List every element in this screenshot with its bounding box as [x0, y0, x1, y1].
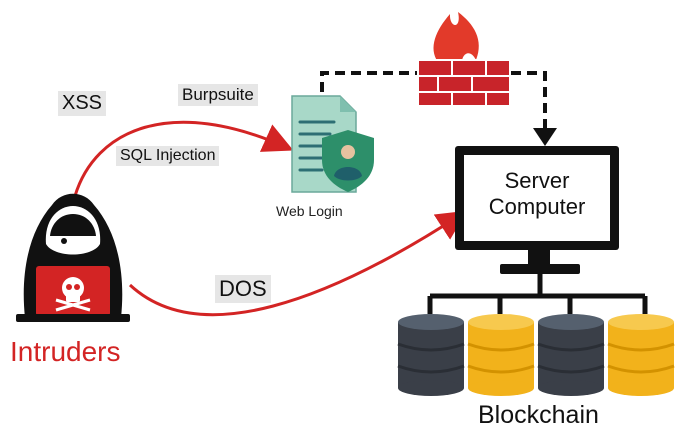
firewall-flame-icon [417, 12, 511, 107]
monitor-icon [455, 146, 619, 274]
blockchain-label: Blockchain [478, 401, 599, 429]
server-computer-label: Server Computer [462, 168, 612, 220]
sql-injection-label: SQL Injection [116, 146, 220, 166]
hooded-hacker-icon [16, 193, 130, 322]
server-computer-line-2: Computer [488, 194, 586, 219]
skull-icon [62, 277, 84, 302]
dos-attack-arrow [128, 210, 468, 317]
server-computer-line-1: Server [504, 168, 570, 193]
xss-sql-attack-arrow [73, 120, 294, 197]
intruders-label: Intruders [10, 336, 121, 367]
burpsuite-label: Burpsuite [178, 84, 258, 106]
dos-label: DOS [215, 275, 271, 303]
network-tree [427, 274, 648, 314]
flame [433, 12, 479, 62]
database-dark-icon [537, 314, 605, 396]
web-login-label: Web Login [276, 203, 343, 219]
dashed-arrowhead [533, 128, 557, 146]
database-gold-icon [607, 314, 675, 396]
document-shield-icon [291, 95, 374, 193]
xss-label: XSS [58, 91, 107, 116]
database-gold-icon [467, 314, 535, 396]
database-dark-icon [397, 314, 465, 396]
